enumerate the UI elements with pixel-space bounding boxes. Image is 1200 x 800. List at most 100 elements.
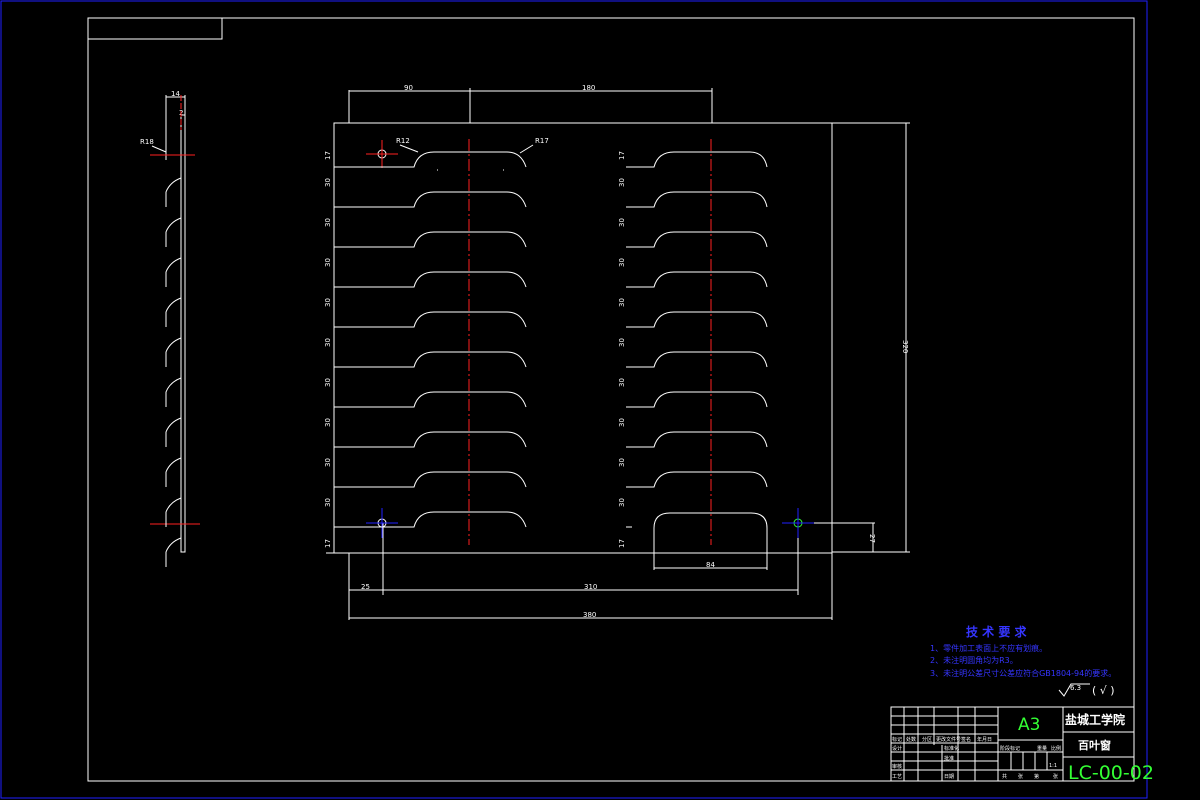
- tb-mid-approve: 批准: [944, 755, 954, 762]
- fin-side: [165, 497, 182, 527]
- fin-left: [334, 351, 527, 368]
- tb-scale-label: 比例: [1051, 745, 1061, 752]
- tech-req-item-3: 3、未注明公差尺寸公差应符合GB1804-94的要求。: [930, 668, 1116, 678]
- pitch-label-left: 30: [324, 498, 332, 507]
- fin-side: [165, 297, 182, 327]
- drawing-number: LC-00-02: [1068, 762, 1154, 784]
- tb-stage-labels: 阶段标记: [1000, 745, 1020, 752]
- dim-84: 84: [706, 561, 715, 569]
- tb-sheet-unit2: 张: [1053, 773, 1058, 780]
- pitch-label-right: 30: [618, 378, 626, 387]
- dim-380: 380: [583, 611, 596, 619]
- pitch-label-left: 30: [324, 378, 332, 387]
- fin-right: [626, 311, 768, 328]
- part-name: 百叶窗: [1078, 738, 1111, 752]
- tb-mid-date: 日期: [944, 774, 954, 780]
- pitch-label-right: 30: [618, 418, 626, 427]
- hole-bottom-right: [782, 508, 814, 538]
- pitch-label-left: 30: [324, 418, 332, 427]
- fin-left: [334, 191, 527, 208]
- fin-right: [626, 191, 768, 208]
- fin-right: [626, 231, 768, 248]
- fin-left: [334, 231, 527, 248]
- outer-border: [0, 0, 1148, 799]
- fin-side: [165, 337, 182, 367]
- fin-left: [334, 471, 527, 488]
- fin-left: [334, 431, 527, 448]
- fin-side: [165, 377, 182, 407]
- fin-left: [334, 511, 527, 528]
- tech-req-item-2: 2、未注明圆角均为R3。: [930, 655, 1018, 665]
- fin-left: [334, 271, 527, 288]
- side-fins: [165, 177, 182, 567]
- dim-side-14: 14: [171, 90, 180, 98]
- tb-header-count: 处数: [906, 736, 916, 743]
- fin-side: [165, 457, 182, 487]
- dim-27: 27: [868, 534, 876, 543]
- fin-left: [334, 151, 527, 168]
- roughness-value: 6.3: [1070, 684, 1081, 692]
- fin-side: [165, 177, 182, 207]
- pitch-label-right: 30: [618, 178, 626, 187]
- fin-left: [334, 311, 527, 328]
- dim-310: 310: [584, 583, 597, 591]
- corner-code-box: [87, 17, 223, 40]
- fin-side: [165, 257, 182, 287]
- tb-scale: 1:1: [1049, 763, 1057, 769]
- pitch-label-right: 30: [618, 298, 626, 307]
- fin-right: [626, 151, 768, 168]
- pitch-label-left: 17: [324, 151, 332, 160]
- side-view: 14 2 R18: [140, 90, 200, 567]
- tech-req-title: 技 术 要 求: [966, 624, 1028, 639]
- hole-top-left: [366, 140, 398, 168]
- front-view-plate: [333, 122, 833, 554]
- bottom-slot-right: [653, 512, 768, 570]
- dim-side-r18: R18: [140, 138, 154, 146]
- pitch-label-right: 30: [618, 218, 626, 227]
- pitch-label-left: 30: [324, 218, 332, 227]
- paper-size: A3: [1018, 715, 1040, 735]
- dim-320: 320: [901, 340, 909, 353]
- pitch-label-right: 17: [618, 539, 626, 548]
- drawing-frame: [87, 17, 1135, 782]
- tb-weight: 重量: [1037, 745, 1047, 752]
- roughness-symbol: [1058, 683, 1090, 697]
- pitch-label-right: 30: [618, 498, 626, 507]
- fin-side: [165, 537, 182, 567]
- fin-right: [626, 431, 768, 448]
- dim-r12: R12: [396, 137, 410, 145]
- dim-180: 180: [582, 84, 595, 92]
- pitch-label-right: 30: [618, 258, 626, 267]
- louver-fins: [334, 151, 768, 528]
- tb-header-sign: 签名: [961, 736, 971, 743]
- technical-requirements: 技 术 要 求 1、零件加工表面上不应有划痕。 2、未注明圆角均为R3。 3、未…: [930, 624, 1116, 697]
- fin-right: [626, 471, 768, 488]
- pitch-label-left: 30: [324, 338, 332, 347]
- title-block: 标记 设计 审核 工艺 处数 分区 更改文件号 签名 年月日 标准化 批准 日期…: [890, 706, 1154, 784]
- pitch-label-right: 30: [618, 338, 626, 347]
- tb-label-mark: 标记: [892, 736, 902, 743]
- pitch-label-left: 30: [324, 458, 332, 467]
- tb-mid-standard: 标准化: [944, 745, 959, 752]
- tb-header-date: 年月日: [977, 736, 992, 743]
- tb-label-review: 审核: [892, 763, 902, 770]
- pitch-label-left: 30: [324, 298, 332, 307]
- pitch-label-right: 30: [618, 458, 626, 467]
- tb-header-change: 更改文件号: [936, 736, 961, 743]
- fin-side: [165, 217, 182, 247]
- fin-left: [334, 391, 527, 408]
- title-block-grid: [891, 707, 1048, 781]
- pitch-label-right: 17: [618, 151, 626, 160]
- tb-label-process: 工艺: [892, 774, 902, 780]
- front-view: 90 180 320 27 84 25 310 380 R12 R17: [324, 84, 910, 620]
- tech-req-item-1: 1、零件加工表面上不应有划痕。: [930, 643, 1047, 653]
- side-view-plate: [180, 114, 186, 553]
- pitch-label-left: 17: [324, 539, 332, 548]
- tb-sheet-total: 共: [1002, 773, 1007, 780]
- pitch-label-left: 30: [324, 258, 332, 267]
- fin-right: [626, 351, 768, 368]
- tb-header-zone: 分区: [922, 736, 932, 743]
- tb-sheet-no: 第: [1034, 773, 1039, 780]
